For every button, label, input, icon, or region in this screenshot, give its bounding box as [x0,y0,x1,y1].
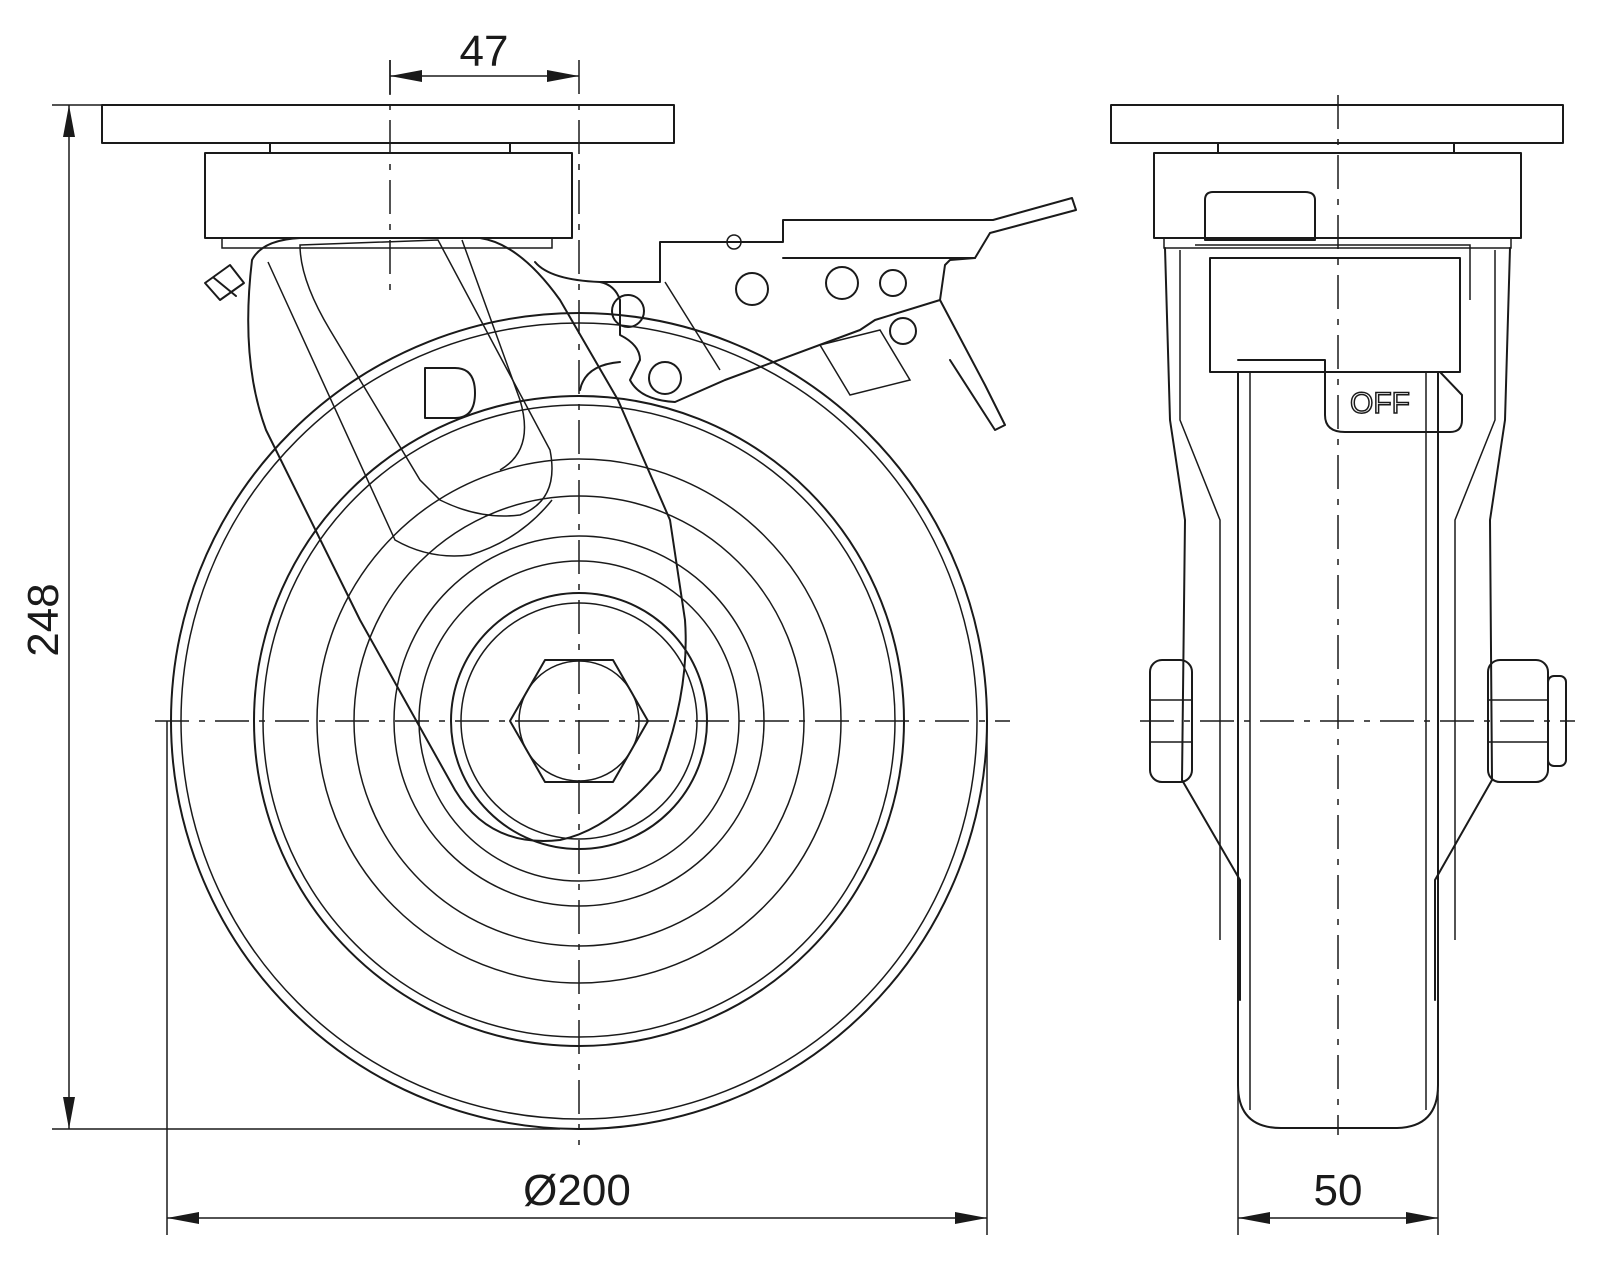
side-view: OFF [1110,95,1575,1135]
dimension-offset: 47 [389,27,579,95]
wheel-width-value: 50 [1314,1166,1363,1215]
wheel-side [1237,371,1439,1129]
swivel-head [204,152,573,239]
front-view [101,60,1077,1145]
wheel-diameter-value: Ø200 [523,1166,631,1215]
logo-badge [424,367,476,419]
grease-nipple [204,264,245,301]
height-value: 248 [19,583,68,656]
dimension-height: 248 [19,104,560,1130]
top-plate [101,104,675,144]
fork-leg [247,237,687,842]
brake-off-tab [1237,359,1463,433]
brake-lever [204,197,1077,431]
dimension-wheel-diameter: Ø200 [166,721,988,1235]
brake-state-label: OFF [1350,387,1410,420]
dimension-wheel-width: 50 [1237,1090,1439,1235]
offset-value: 47 [460,27,509,76]
top-plate-side [1110,104,1564,144]
